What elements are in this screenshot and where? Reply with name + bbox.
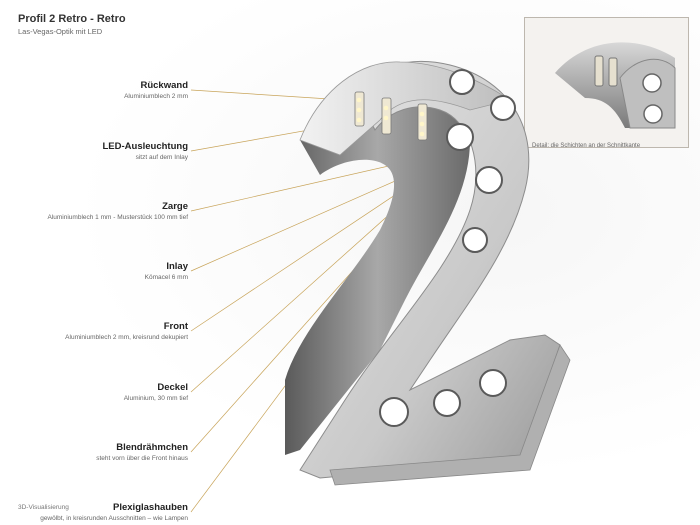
leader-line [190, 159, 416, 212]
led-dot [419, 111, 425, 117]
led-dot [383, 105, 389, 111]
inset-bulb [642, 73, 662, 93]
bulb [462, 227, 488, 253]
leader-line [190, 169, 421, 272]
inset-bulb [643, 104, 663, 124]
page-title: Profil 2 Retro - Retro [18, 13, 126, 25]
bulbs [379, 69, 516, 427]
label-inlay: Inlay Kömacel 6 mm [0, 261, 188, 283]
page-subtitle: Las-Vegas-Optik mit LED [18, 27, 103, 36]
label-desc: Aluminiumblech 2 mm [124, 93, 188, 100]
label-desc: Aluminiumblech 1 mm - Musterstück 100 mm… [47, 214, 188, 221]
bulb [479, 369, 507, 397]
label-rueckwand: Rückwand Aluminiumblech 2 mm [0, 80, 188, 102]
leader-line [190, 174, 426, 332]
inset-illustration [555, 42, 676, 129]
label-title: LED-Ausleuchtung [102, 141, 189, 152]
label-title: Rückwand [140, 80, 188, 91]
label-zarge: Zarge Aluminiumblech 1 mm - Musterstück … [0, 201, 188, 223]
led-dot [356, 107, 362, 113]
label-desc: gewölbt, in kreisrunden Ausschnitten – w… [40, 515, 188, 522]
label-plexiglashauben: Plexiglashauben gewölbt, in kreisrunden … [0, 502, 188, 524]
bulb [433, 389, 461, 417]
inset-caption: Detail: die Schichten an der Schnittkant… [532, 143, 641, 149]
inset-detail-view [524, 17, 689, 148]
label-desc: Kömacel 6 mm [144, 274, 188, 281]
label-desc: Aluminiumblech 2 mm, kreisrund dekupiert [65, 334, 188, 341]
label-desc: steht vorn über die Front hinaus [96, 455, 188, 462]
footnote: 3D-Visualisierung [18, 504, 69, 511]
label-title: Deckel [157, 382, 188, 393]
label-front: Front Aluminiumblech 2 mm, kreisrund dek… [0, 321, 188, 343]
label-title: Front [163, 321, 188, 332]
inset-led-strip [594, 55, 604, 87]
label-title: Plexiglashauben [113, 502, 188, 513]
led-dot [383, 115, 389, 121]
label-title: Inlay [166, 261, 188, 272]
label-deckel: Deckel Aluminium, 30 mm tief [0, 382, 188, 404]
bulb [449, 69, 475, 95]
digit-base-rim [329, 344, 571, 486]
label-title: Zarge [162, 201, 188, 212]
bulb [379, 397, 409, 427]
label-led: LED-Ausleuchtung sitzt auf dem Inlay [0, 141, 189, 163]
led-strips [354, 91, 428, 141]
led-dot [356, 117, 362, 123]
leader-line [190, 89, 346, 101]
label-desc: sitzt auf dem Inlay [135, 154, 188, 161]
led-dot [419, 121, 425, 127]
led-dot [419, 131, 425, 137]
bulb [475, 166, 503, 194]
label-title: Blendrähmchen [116, 442, 188, 453]
label-blendraehmchen: Blendrähmchen steht vorn über die Front … [0, 442, 188, 464]
bulb [490, 95, 516, 121]
bulb [446, 123, 474, 151]
label-desc: Aluminium, 30 mm tief [123, 395, 188, 402]
inset-led-strip [608, 57, 618, 87]
digit-side-wall [285, 61, 470, 455]
led-dot [356, 97, 362, 103]
